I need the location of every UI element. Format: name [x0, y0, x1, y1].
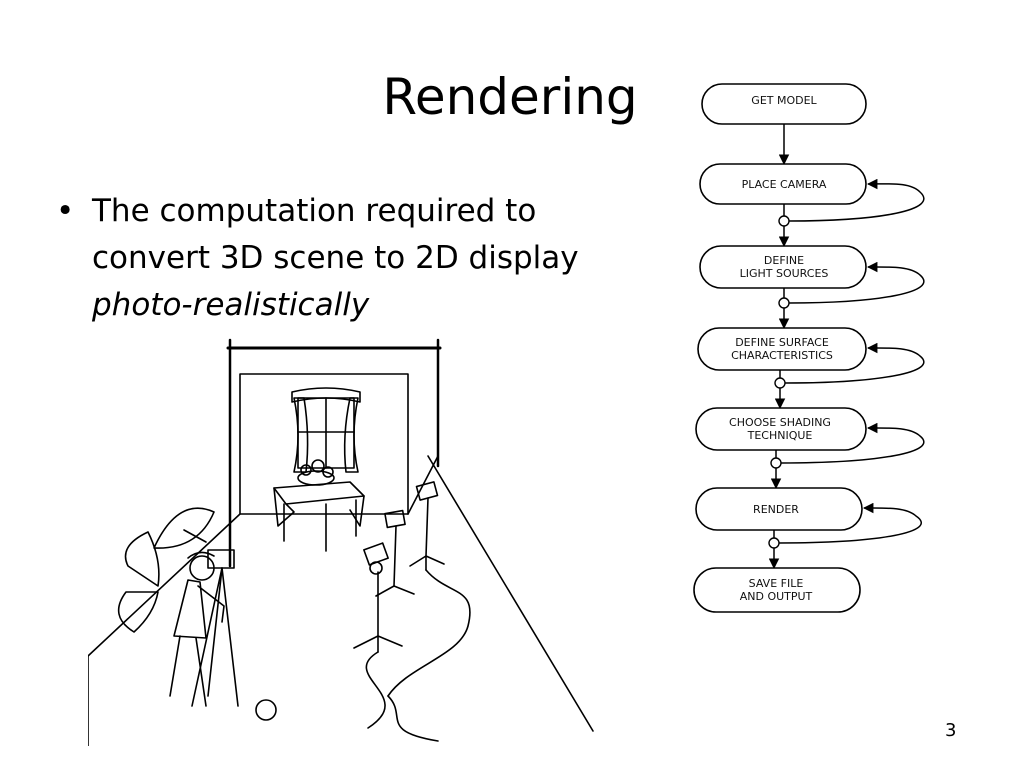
step-7-label-2: AND OUTPUT: [740, 590, 813, 603]
floor-edge-right: [407, 455, 594, 732]
flowchart-step-7: SAVE FILE AND OUTPUT: [693, 567, 861, 613]
loop-arrow: [784, 342, 925, 384]
backdrop-paper: [239, 373, 409, 515]
wing-upper: [124, 531, 160, 587]
fruit-bowl: [297, 470, 335, 486]
decision-node-icon: [778, 215, 790, 227]
step-5-label-2: TECHNIQUE: [747, 429, 813, 442]
step-3-label-2: LIGHT SOURCES: [740, 267, 829, 280]
bullet-text-line-2: convert 3D scene to 2D display: [92, 240, 579, 276]
flowchart-step-4: DEFINE SURFACE CHARACTERISTICS: [697, 327, 867, 371]
loop-arrow: [788, 261, 925, 304]
wing-lower: [117, 591, 159, 633]
loop-arrow: [778, 502, 923, 544]
curtain-left: [293, 397, 309, 473]
flowchart-step-3: DEFINE LIGHT SOURCES: [699, 245, 867, 289]
bullet-list: • The computation required to convert 3D…: [52, 188, 612, 329]
step-1-label: GET MODEL: [751, 94, 817, 107]
step-4-label-1: DEFINE SURFACE: [735, 336, 829, 349]
floor-object: [255, 699, 277, 721]
studio-light-3: [353, 542, 403, 729]
floor-edge-left: [88, 513, 241, 657]
bullet-text-emphasis: photo-realistically: [92, 287, 370, 323]
curtain-right: [343, 397, 359, 473]
decision-node-icon: [768, 537, 780, 549]
step-6-label: RENDER: [753, 503, 799, 516]
decision-node-icon: [770, 457, 782, 469]
loop-arrow: [788, 178, 925, 222]
studio-light-2: [375, 509, 415, 597]
decision-node-icon: [774, 377, 786, 389]
flowchart-step-6: RENDER: [695, 487, 863, 531]
rendering-flowchart: GET MODEL PLACE CAMERA DEFINE LIGHT SOUR…: [693, 83, 925, 613]
flowchart-step-2: PLACE CAMERA: [699, 163, 867, 205]
curtain-valance: [291, 387, 361, 403]
decision-node-icon: [778, 297, 790, 309]
slide-number: 3: [945, 720, 957, 741]
flowchart-step-5: CHOOSE SHADING TECHNIQUE: [695, 407, 867, 451]
step-2-label: PLACE CAMERA: [742, 178, 827, 191]
studio-light-1: [387, 481, 471, 697]
step-4-label-2: CHARACTERISTICS: [731, 349, 833, 362]
bullet-item: • The computation required to convert 3D…: [52, 188, 612, 329]
camera-body: [207, 549, 235, 569]
bullet-text-line-1: The computation required to: [92, 193, 537, 229]
umbrella-reflector: [153, 507, 215, 549]
loop-arrow: [780, 422, 925, 464]
bullet-dot-icon: •: [56, 193, 75, 229]
step-3-label-1: DEFINE: [764, 254, 804, 267]
step-7-label-1: SAVE FILE: [749, 577, 804, 590]
slide-title: Rendering: [382, 68, 638, 126]
photographer-figure: [117, 531, 239, 707]
photo-studio-illustration: [88, 338, 594, 746]
step-5-label-1: CHOOSE SHADING: [729, 416, 831, 429]
flowchart-step-1: GET MODEL: [701, 83, 867, 125]
